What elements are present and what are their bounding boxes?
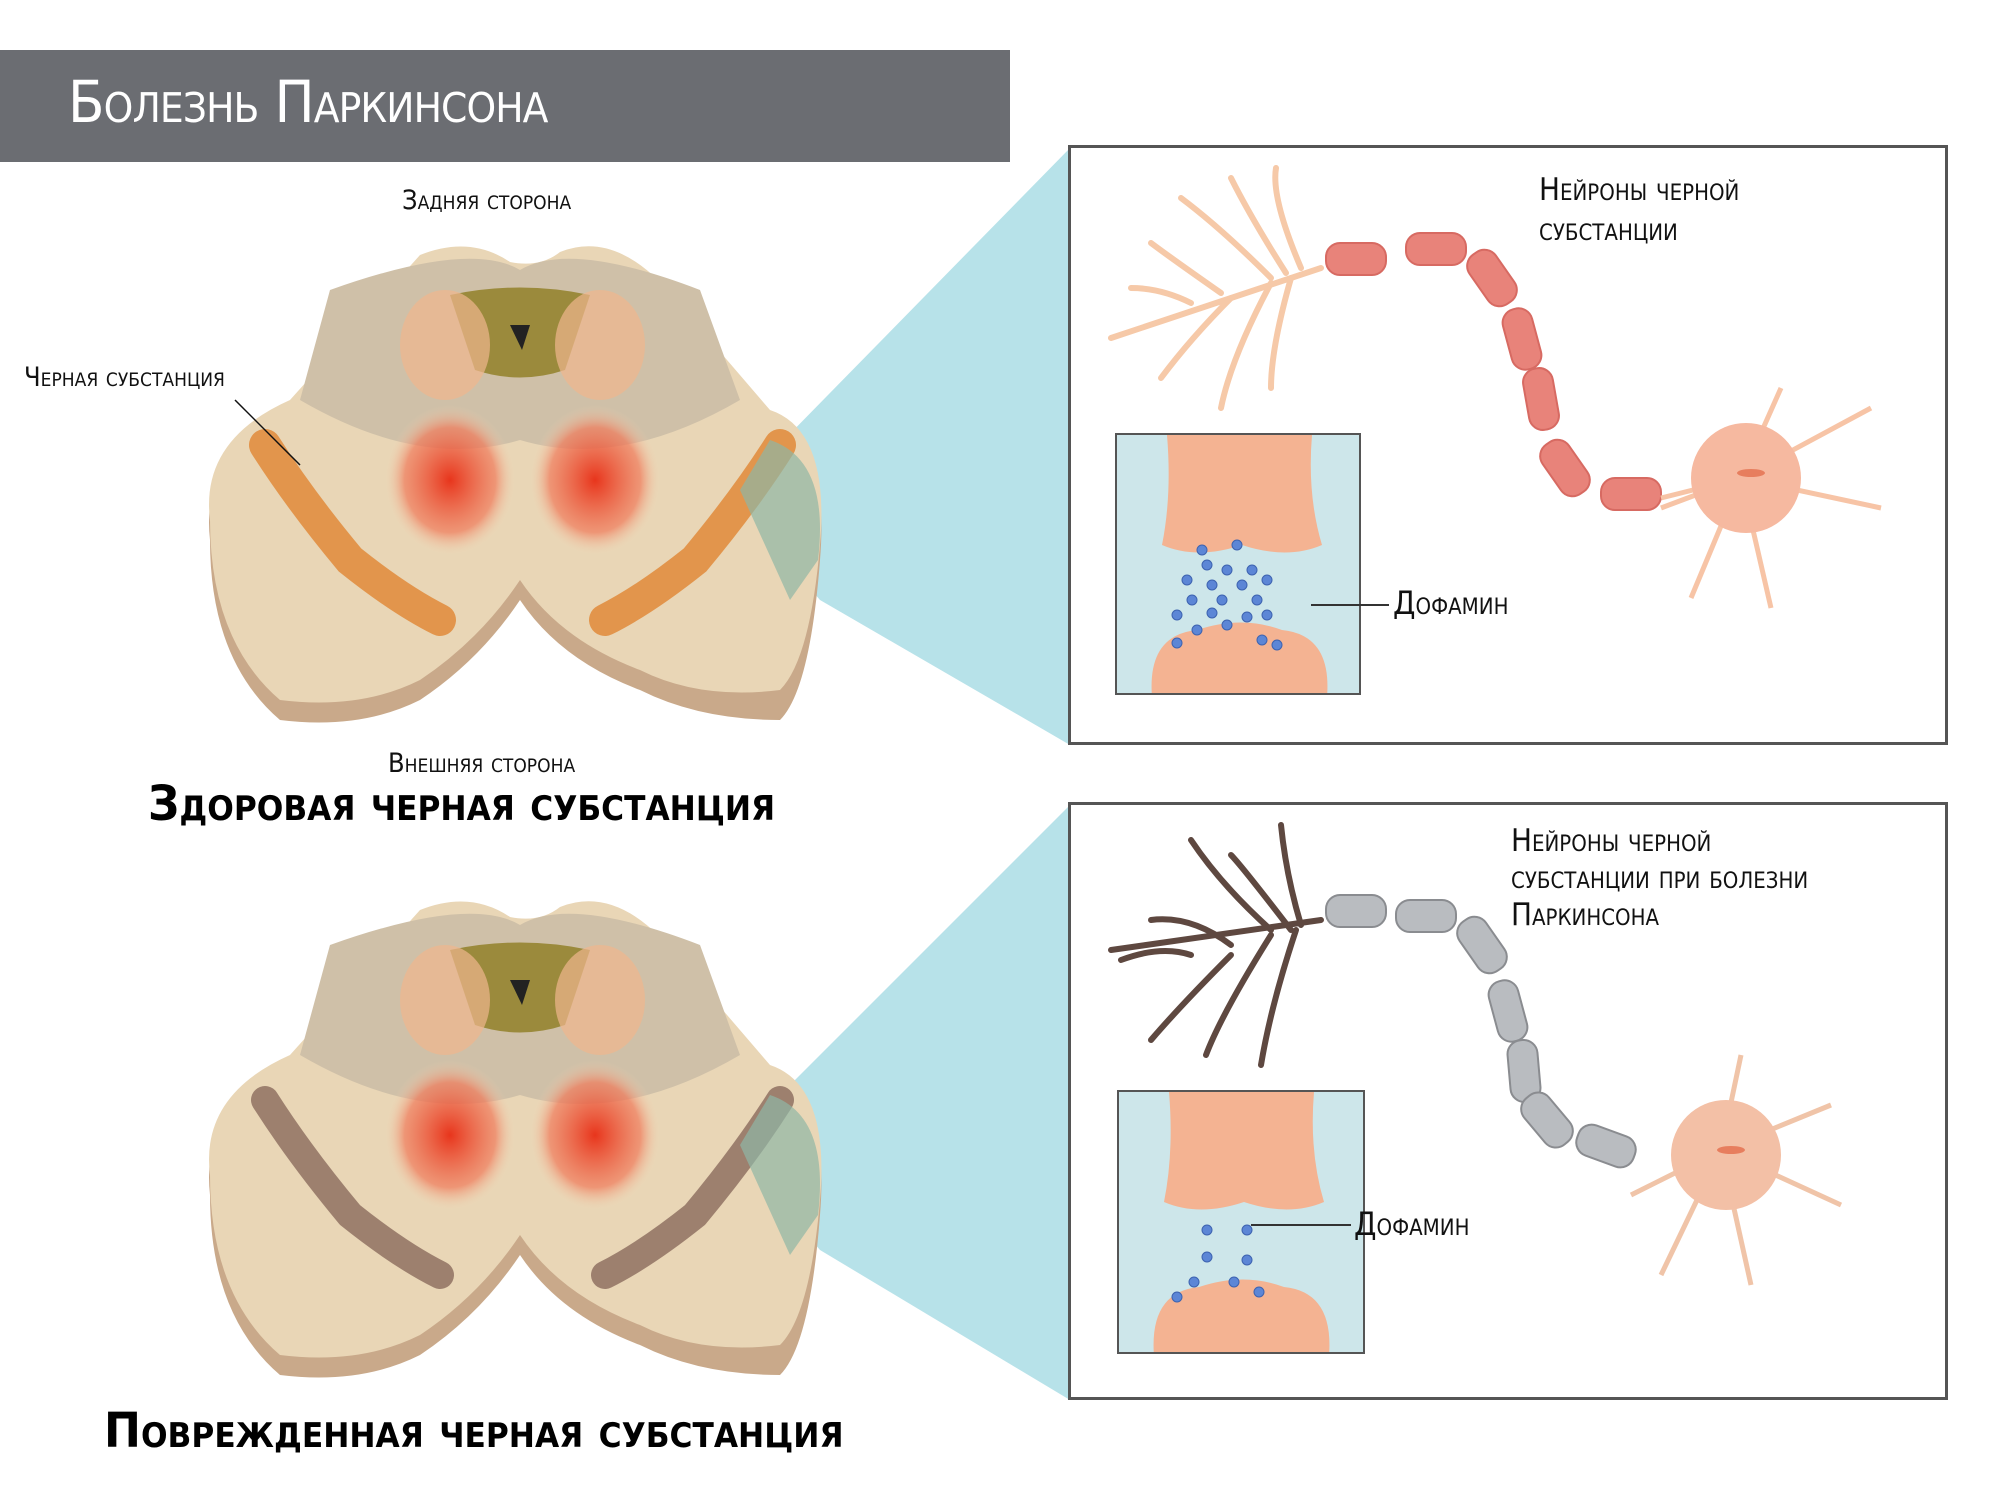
healthy-synapse-inset: [1115, 433, 1361, 695]
damaged-neuron-panel: Дофамин Нейроны черной субстанции при бо…: [1068, 802, 1948, 1400]
label-posterior-side: Задняя сторона: [402, 185, 572, 216]
title-banner: [0, 50, 1010, 162]
panel-title-line1: Нейроны черной: [1539, 172, 1740, 208]
panel-title-line2: субстанции: [1539, 212, 1678, 248]
heading-healthy: Здоровая черная субстанция: [148, 776, 776, 832]
healthy-neuron-panel: Дофамин Нейроны черной субстанции: [1068, 145, 1948, 745]
damaged-neuron-icon: [1108, 822, 1843, 1286]
healthy-midbrain-section: [209, 246, 822, 723]
synapse-icon: [1151, 435, 1328, 693]
label-substantia-nigra: Черная субстанция: [24, 362, 225, 393]
panel-title-line3: Паркинсона: [1511, 897, 1660, 933]
dopamine-label: Дофамин: [1354, 1205, 1470, 1243]
heading-damaged: Поврежденная черная субстанция: [104, 1403, 844, 1459]
panel-title-line1: Нейроны черной: [1511, 823, 1712, 859]
damaged-midbrain-section: [209, 901, 822, 1378]
healthy-neuron-icon: [1108, 165, 1882, 609]
label-outer-side: Внешняя сторона: [388, 748, 576, 779]
damaged-synapse-inset: [1117, 1090, 1365, 1354]
page-title: Болезнь Паркинсона: [68, 68, 548, 136]
synapse-icon: [1153, 1092, 1330, 1352]
dopamine-label: Дофамин: [1393, 584, 1509, 622]
panel-title-line2: субстанции при болезни: [1511, 860, 1809, 896]
